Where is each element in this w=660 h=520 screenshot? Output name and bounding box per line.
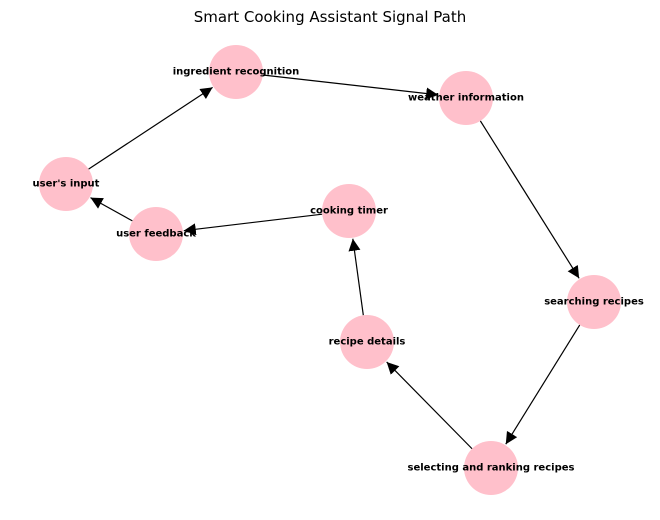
nodes-layer: user's input ingredient recognition weathe… [33,45,644,495]
node-circle [439,71,493,125]
node-user-feedback: user feedback [116,207,196,261]
node-circle [39,157,93,211]
edges-layer [88,74,581,450]
node-circle [129,207,183,261]
edge-user_feedback-to-users_input [90,197,133,222]
node-circle [567,275,621,329]
edge-weather_information-to-searching_recipes [479,120,580,279]
node-label: cooking timer [310,206,388,217]
node-label: selecting and ranking recipes [408,463,575,474]
node-users-input: user's input [33,157,100,211]
edge-searching_recipes-to-selecting_ranking [505,324,581,445]
node-cooking-timer: cooking timer [310,184,388,238]
node-label: searching recipes [544,297,644,308]
edge-users_input-to-ingredient_recognition [88,86,213,170]
edge-selecting_ranking-to-recipe_details [386,361,473,450]
node-recipe-details: recipe details [329,315,406,369]
node-circle [340,315,394,369]
node-selecting-ranking: selecting and ranking recipes [408,441,575,495]
node-label: recipe details [329,337,406,348]
node-searching-recipes: searching recipes [544,275,644,329]
node-label: user feedback [116,229,196,240]
edge-ingredient_recognition-to-weather_information [262,74,439,100]
edge-recipe_details-to-cooking_timer [348,238,364,316]
diagram-title: Smart Cooking Assistant Signal Path [194,8,467,26]
node-weather-information: weather information [408,71,524,125]
node-ingredient-recognition: ingredient recognition [173,45,300,99]
edge-cooking_timer-to-user_feedback [183,213,323,236]
node-circle [209,45,263,99]
node-circle [322,184,376,238]
node-label: ingredient recognition [173,67,300,78]
node-label: user's input [33,179,100,190]
node-label: weather information [408,93,524,104]
node-circle [464,441,518,495]
